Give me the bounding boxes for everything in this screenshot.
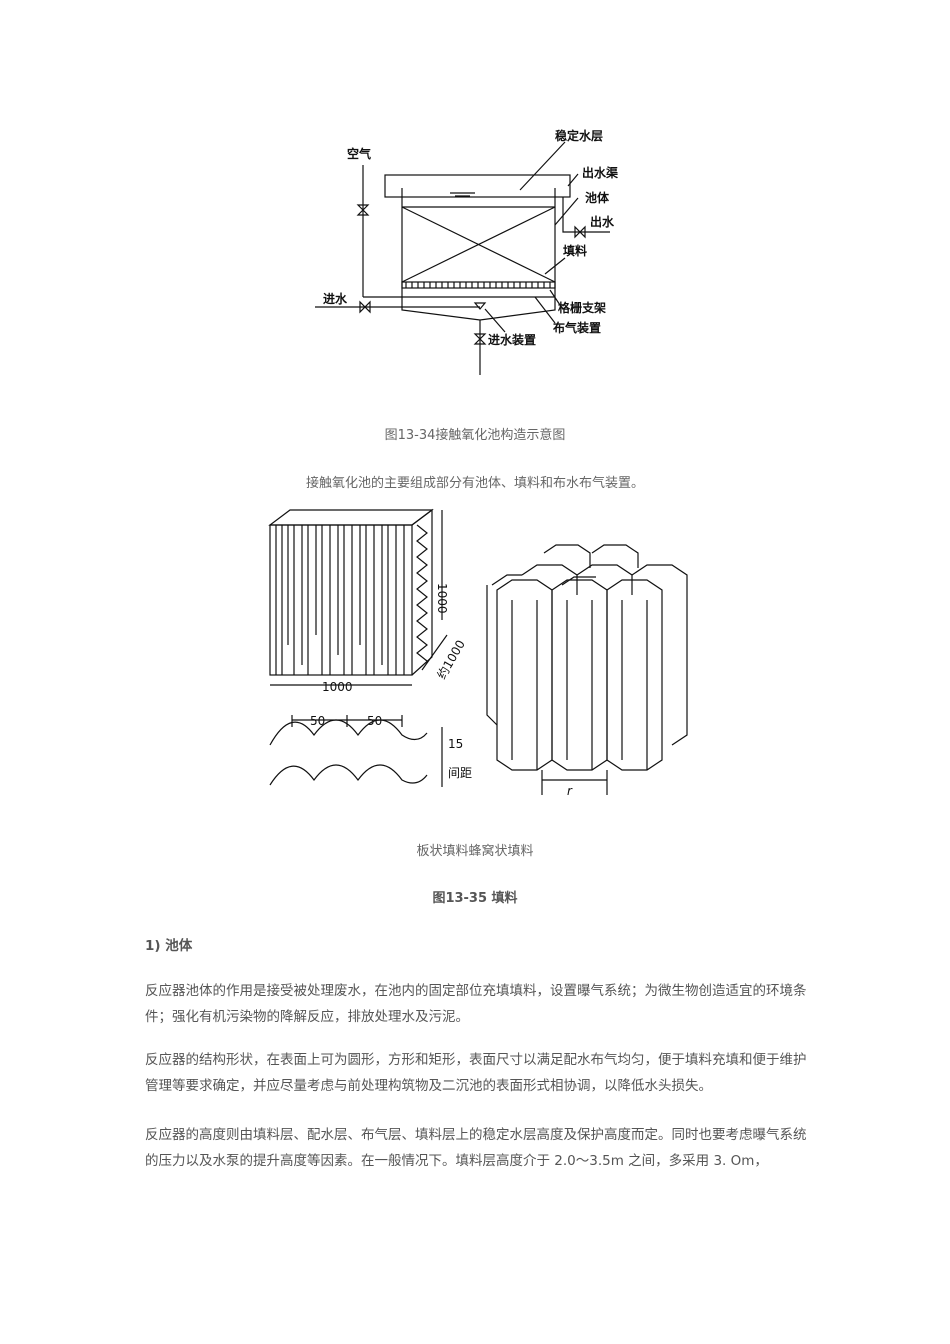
- label-height: 1000: [435, 583, 449, 614]
- plate-filler-block: [268, 508, 448, 686]
- outlet-valve-icon: [574, 225, 586, 239]
- drain-valve-icon: [473, 333, 487, 345]
- label-outlet-channel: 出水渠: [582, 165, 618, 180]
- inlet-nozzle-icon: [473, 302, 487, 310]
- label-width: 1000: [322, 680, 353, 694]
- figure1-caption: 图13-34接触氧化池构造示意图: [384, 428, 566, 443]
- paragraph: 反应器池体的作用是接受被处理废水，在池内的固定部位充填填料，设置曝气系统；为微生…: [145, 983, 807, 1025]
- filler-types-diagram: 1000 1000 约1000 50 50 15 间距 r: [268, 508, 688, 798]
- label-aeration-device: 布气装置: [553, 320, 601, 335]
- label-depth: 约1000: [434, 637, 468, 681]
- paragraph: 反应器的高度则由填料层、配水层、布气层、填料层上的稳定水层高度及保护高度而定。同…: [145, 1127, 807, 1169]
- label-tank-body: 池体: [585, 190, 610, 205]
- contact-oxidation-tank-diagram: 稳定水层 出水渠 池体 出水 填料 格栅支架 布气装置 进水装置 空气 进水: [315, 128, 618, 375]
- section-heading: 1) 池体: [145, 938, 193, 954]
- label-filler: 填料: [563, 243, 587, 258]
- outlet-pipe: [562, 197, 610, 233]
- tank-body-shape: [401, 188, 556, 321]
- intro-text: 接触氧化池的主要组成部分有池体、填料和布水布气装置。: [305, 476, 644, 491]
- label-pitch-a: 50: [310, 714, 325, 728]
- label-grid-support: 格栅支架: [558, 300, 606, 315]
- label-inlet: 进水: [323, 291, 348, 306]
- label-outlet: 出水: [590, 214, 615, 229]
- label-inlet-device: 进水装置: [488, 332, 536, 347]
- label-spacing: 间距: [448, 766, 472, 780]
- inlet-valve-icon: [359, 300, 371, 314]
- corrugated-plate-profile: [269, 715, 443, 787]
- label-radius: r: [567, 784, 573, 798]
- paragraph: 反应器的结构形状，在表面上可为圆形，方形和矩形，表面尺寸以满足配水布气均匀，便于…: [145, 1052, 807, 1094]
- figure2-subcaption: 板状填料蜂窝状填料: [416, 844, 534, 859]
- air-valve-icon: [356, 204, 370, 216]
- honeycomb-filler: [486, 544, 688, 795]
- label-air: 空气: [347, 146, 371, 161]
- outlet-channel-shape: [384, 174, 571, 198]
- figure2-caption: 图13-35 填料: [432, 891, 518, 906]
- label-amplitude: 15: [448, 737, 463, 751]
- label-stable-water: 稳定水层: [555, 128, 603, 143]
- label-pitch-b: 50: [367, 714, 382, 728]
